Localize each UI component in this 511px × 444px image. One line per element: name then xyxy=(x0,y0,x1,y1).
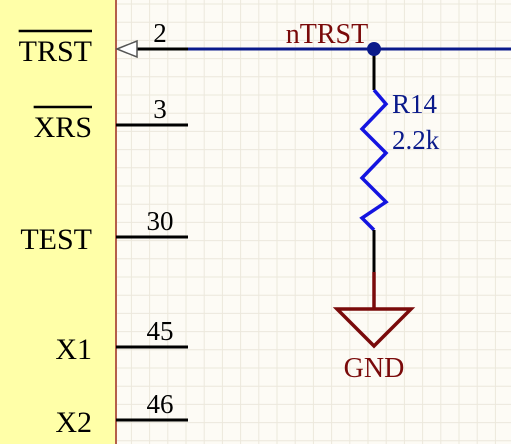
net-label-ntrst: nTRST xyxy=(286,19,368,50)
pin-name: TEST xyxy=(20,223,92,256)
junction-dot xyxy=(367,42,381,56)
resistor-designator: R14 xyxy=(392,89,438,119)
ground-label: GND xyxy=(344,353,405,384)
pin-name: TRST xyxy=(19,35,92,68)
pin-number: 2 xyxy=(153,18,167,48)
input-arrow-icon xyxy=(114,39,138,59)
pin-name: XRS xyxy=(34,111,92,144)
pin-number: 46 xyxy=(147,389,174,419)
pin-name: X2 xyxy=(55,406,92,439)
ic-body[interactable] xyxy=(0,0,117,444)
pin-number: 30 xyxy=(147,206,174,236)
resistor-zigzag-icon[interactable] xyxy=(359,88,389,232)
pin-number: 45 xyxy=(147,316,174,346)
resistor-value: 2.2k xyxy=(392,125,440,155)
pin-number: 3 xyxy=(153,94,167,124)
ground-triangle-icon[interactable] xyxy=(332,307,416,349)
pin-name: X1 xyxy=(55,333,92,366)
